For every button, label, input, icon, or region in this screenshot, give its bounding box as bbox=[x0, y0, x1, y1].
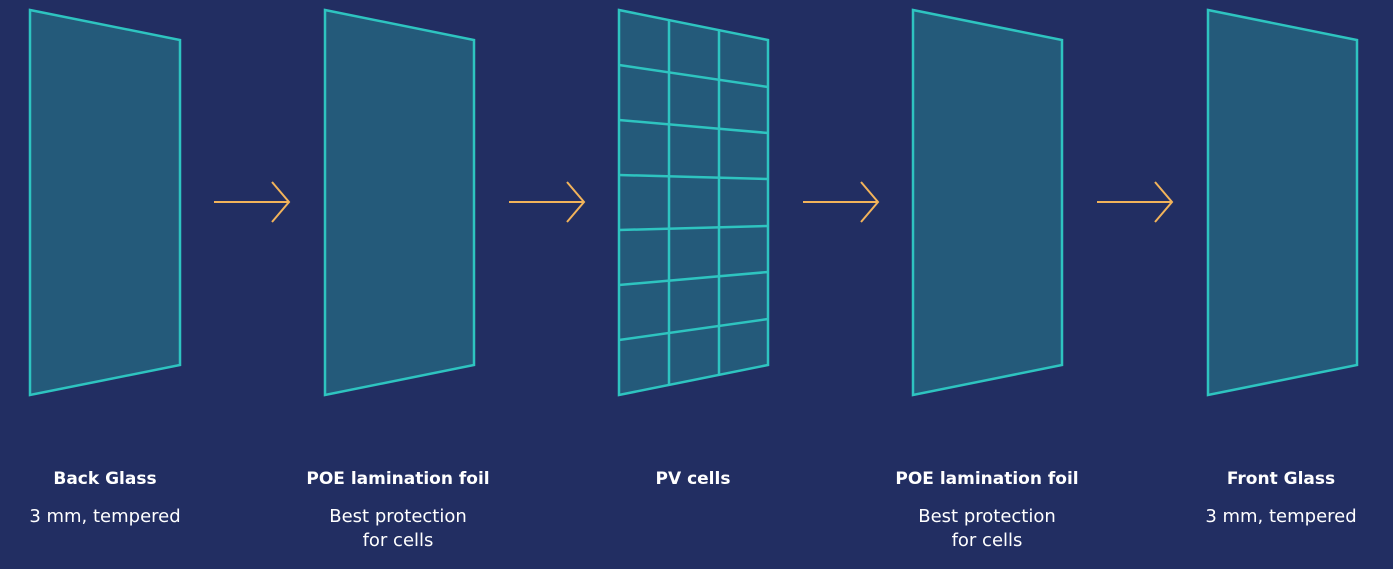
front-glass-panel bbox=[1206, 8, 1359, 397]
pv-cells-panel bbox=[617, 8, 770, 397]
arrow-right-icon bbox=[214, 181, 291, 223]
layer-title: POE lamination foil bbox=[895, 469, 1079, 489]
layer-description: 3 mm, tempered bbox=[29, 506, 181, 527]
arrow-right-icon bbox=[1097, 181, 1174, 223]
layer-description: Best protection for cells bbox=[918, 506, 1056, 551]
layer-label-poe-foil-front: POE lamination foil Best protection for … bbox=[857, 468, 1117, 553]
layer-label-poe-foil-back: POE lamination foil Best protection for … bbox=[268, 468, 528, 553]
arrow-right-icon bbox=[509, 181, 586, 223]
poe-foil-panel-back bbox=[323, 8, 476, 397]
layer-title: Front Glass bbox=[1226, 469, 1336, 489]
layer-description: 3 mm, tempered bbox=[1205, 506, 1357, 527]
poe-foil-panel-front bbox=[911, 8, 1064, 397]
back-glass-panel bbox=[28, 8, 182, 397]
layer-title: PV cells bbox=[655, 469, 731, 489]
layer-label-pv-cells: PV cells bbox=[563, 468, 823, 505]
layer-title: POE lamination foil bbox=[306, 469, 490, 489]
layer-description: Best protection for cells bbox=[329, 506, 467, 551]
layer-label-front-glass: Front Glass 3 mm, tempered bbox=[1151, 468, 1393, 529]
layer-label-back-glass: Back Glass 3 mm, tempered bbox=[0, 468, 235, 529]
arrow-right-icon bbox=[803, 181, 880, 223]
layer-title: Back Glass bbox=[53, 469, 157, 489]
